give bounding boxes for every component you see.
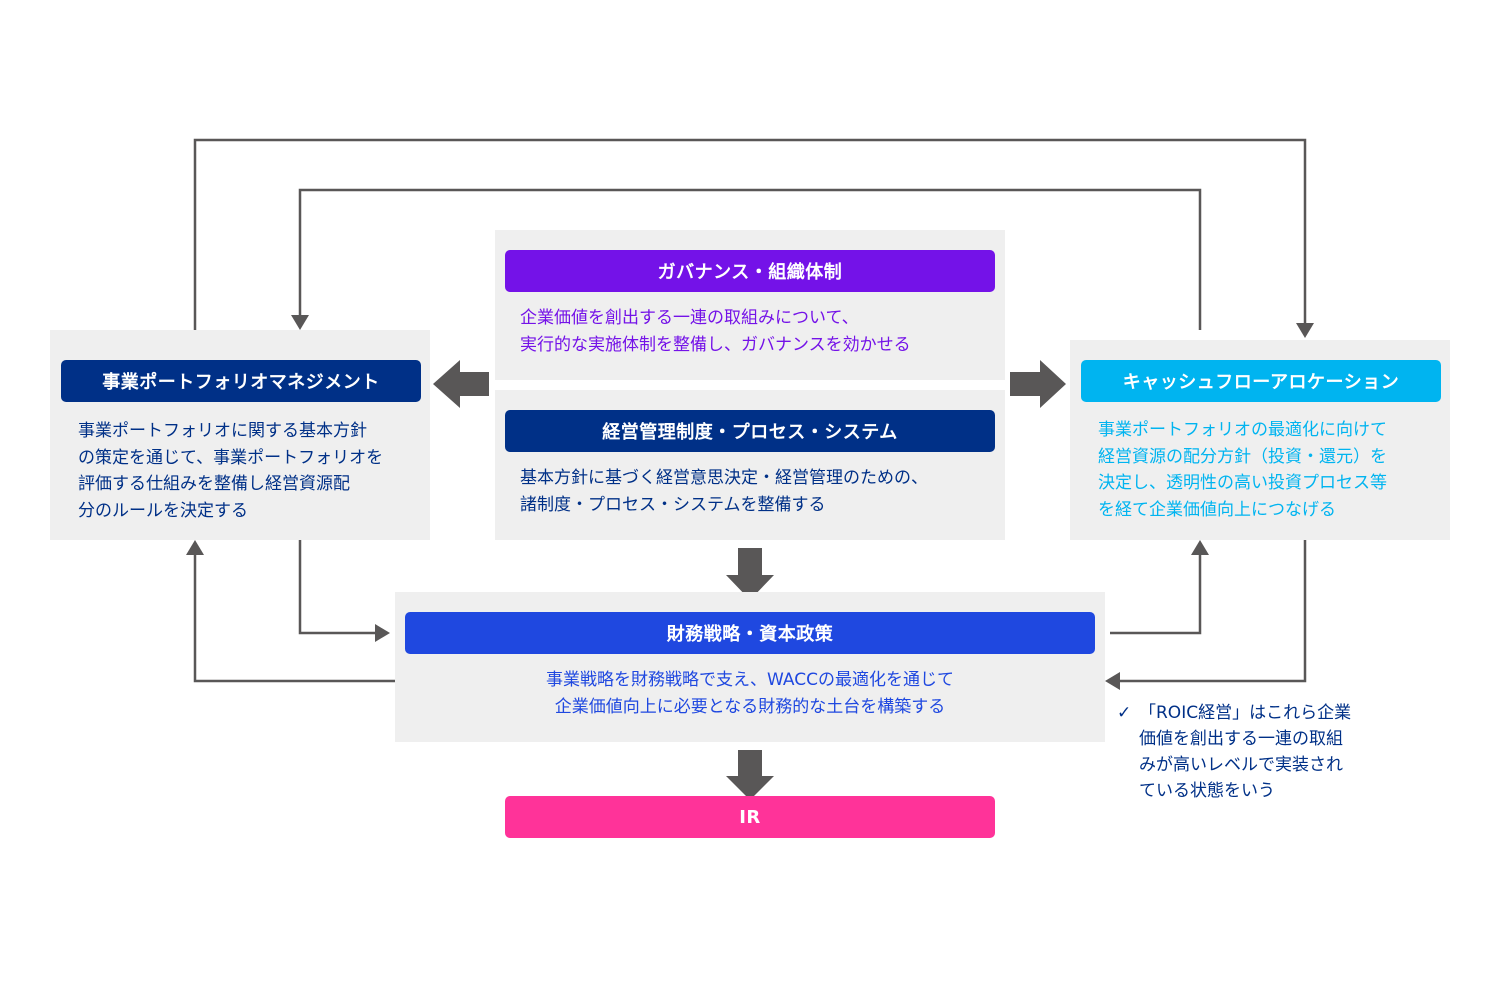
management-system-title: 経営管理制度・プロセス・システム	[505, 410, 995, 452]
roic-note: ✓「ROIC経営」はこれら企業 価値を創出する一連の取組 みが高いレベルで実装さ…	[1117, 700, 1397, 804]
governance-panel: ガバナンス・組織体制 企業価値を創出する一連の取組みについて、 実行的な実施体制…	[495, 230, 1005, 380]
finance-panel: 財務戦略・資本政策 事業戦略を財務戦略で支え、WACCの最適化を通じて 企業価値…	[395, 592, 1105, 742]
finance-description: 事業戦略を財務戦略で支え、WACCの最適化を通じて 企業価値向上に必要となる財務…	[546, 670, 954, 717]
block-arrow-right-icon	[1010, 360, 1066, 408]
cashflow-title: キャッシュフローアロケーション	[1081, 360, 1441, 402]
ir-bar: IR	[505, 796, 995, 838]
block-arrow-left-icon	[433, 360, 489, 408]
portfolio-panel: 事業ポートフォリオマネジメント 事業ポートフォリオに関する基本方針 の策定を通じ…	[50, 330, 430, 540]
finance-title: 財務戦略・資本政策	[405, 612, 1095, 654]
governance-description: 企業価値を創出する一連の取組みについて、 実行的な実施体制を整備し、ガバナンスを…	[520, 308, 911, 355]
arrowhead-up-portfolio	[186, 540, 204, 555]
note-line-1: ✓「ROIC経営」はこれら企業	[1117, 700, 1397, 726]
note-line-2: 価値を創出する一連の取組	[1139, 729, 1343, 749]
management-system-panel: 経営管理制度・プロセス・システム 基本方針に基づく経営意思決定・経営管理のための…	[495, 390, 1005, 540]
connector-finance-to-portfolio	[193, 555, 395, 683]
portfolio-description: 事業ポートフォリオに関する基本方針 の策定を通じて、事業ポートフォリオを 評価す…	[78, 421, 384, 521]
connector-portfolio-to-finance	[298, 540, 378, 635]
block-arrow-down-ir-icon	[726, 750, 774, 800]
arrowhead-down-cashflow	[1296, 323, 1314, 338]
cashflow-panel: キャッシュフローアロケーション 事業ポートフォリオの最適化に向けて 経営資源の配…	[1070, 340, 1450, 540]
connector-cashflow-to-finance	[1118, 540, 1307, 683]
check-icon: ✓	[1117, 703, 1132, 723]
arrowhead-down-portfolio	[291, 315, 309, 330]
portfolio-title: 事業ポートフォリオマネジメント	[61, 360, 421, 402]
note-line-4: ている状態をいう	[1139, 781, 1275, 801]
governance-title: ガバナンス・組織体制	[505, 250, 995, 292]
arrowhead-right-finance	[375, 624, 390, 642]
cashflow-description: 事業ポートフォリオの最適化に向けて 経営資源の配分方針（投資・還元）を 決定し、…	[1098, 420, 1387, 520]
note-line-3: みが高いレベルで実装され	[1139, 755, 1343, 775]
connector-finance-to-cashflow	[1110, 555, 1202, 635]
arrowhead-left-finance	[1105, 672, 1120, 690]
arrowhead-up-cashflow	[1191, 540, 1209, 555]
management-system-description: 基本方針に基づく経営意思決定・経営管理のための、 諸制度・プロセス・システムを整…	[520, 468, 928, 515]
